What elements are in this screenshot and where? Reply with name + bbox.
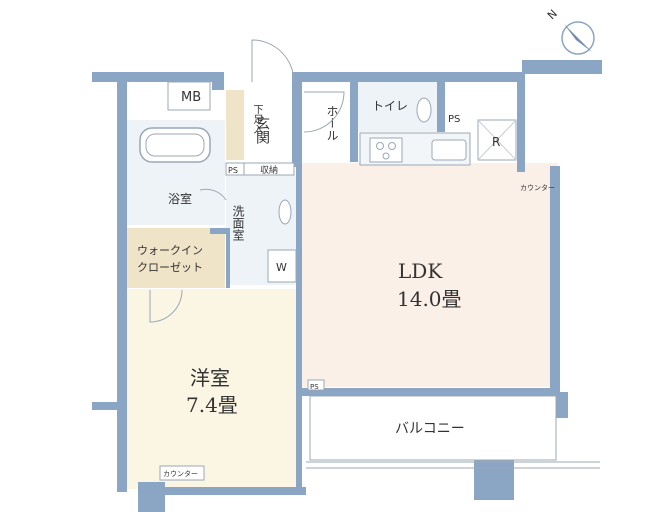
washroom-label: 洗面室 bbox=[231, 205, 245, 241]
counter-ldk-label: カウンター bbox=[520, 183, 555, 192]
toilet-bowl bbox=[416, 97, 432, 123]
wash-basin bbox=[278, 199, 292, 225]
compass-north-label: N bbox=[545, 7, 560, 22]
bathtub bbox=[139, 127, 211, 163]
entrance-label: 玄関 bbox=[254, 115, 270, 145]
hall-door bbox=[303, 91, 345, 133]
ldk-label: LDK bbox=[398, 259, 443, 283]
walkin-closet-floor bbox=[127, 228, 225, 288]
shoe-storage-floor bbox=[226, 90, 244, 160]
bathroom-label: 浴室 bbox=[168, 191, 192, 206]
balcony-label: バルコニー bbox=[395, 421, 465, 437]
ps-ldk-box bbox=[307, 379, 325, 391]
western-room-floor bbox=[127, 289, 299, 489]
stove bbox=[369, 137, 403, 163]
kitchen-sink bbox=[431, 139, 467, 161]
washroom-door bbox=[199, 188, 227, 201]
western-room-size-label: 7.4畳 bbox=[186, 393, 238, 417]
walkin-closet-label-2: クローゼット bbox=[137, 261, 203, 274]
balcony-area bbox=[309, 395, 557, 461]
mb-box bbox=[167, 81, 211, 111]
walls bbox=[92, 60, 602, 512]
western-room-label: 洋室 bbox=[190, 366, 230, 390]
compass-icon: N bbox=[545, 7, 595, 55]
toilet-label: トイレ bbox=[372, 99, 408, 113]
counter-western-box bbox=[159, 465, 205, 481]
walkin-closet-label-1: ウォークイン bbox=[137, 244, 203, 257]
refrigerator-label: R bbox=[492, 135, 500, 149]
entrance-door bbox=[251, 39, 295, 83]
ps-ldk-label: PS bbox=[310, 383, 319, 391]
ldk-floor bbox=[302, 163, 558, 387]
ps-small-label: PS bbox=[228, 166, 238, 175]
storage-box bbox=[243, 162, 295, 176]
mb-label: MB bbox=[181, 90, 201, 105]
counter-western-label: カウンター bbox=[163, 469, 198, 478]
western-door bbox=[149, 289, 183, 323]
washer-label: W bbox=[276, 261, 287, 274]
ps-top-label: PS bbox=[448, 114, 460, 125]
storage-label: 収納 bbox=[260, 164, 278, 176]
hall-label: ホール bbox=[325, 105, 339, 141]
ldk-size-label: 14.0畳 bbox=[397, 287, 462, 311]
washer-box bbox=[267, 249, 297, 283]
